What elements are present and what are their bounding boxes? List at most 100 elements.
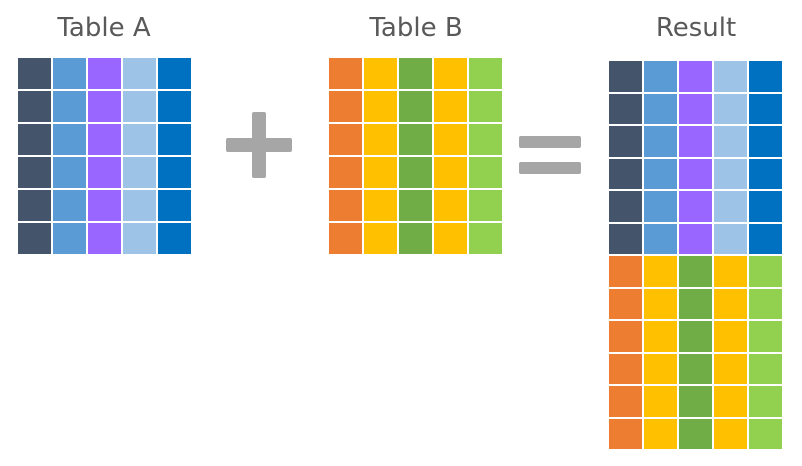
result-cell [644,256,677,287]
table-a-cell [18,190,51,221]
result-cell [679,386,712,417]
table-a-cell [123,223,156,254]
result-cell [644,61,677,92]
result-cell [644,223,677,254]
table-b-cell [364,157,397,188]
result-cell [609,223,642,254]
result-cell [609,386,642,417]
table-a-cell [158,223,191,254]
table-b-cell [364,91,397,122]
result-cell [679,321,712,352]
result-cell [679,353,712,384]
table-a-cell [123,58,156,89]
result-cell [609,191,642,222]
table-b-cell [469,124,502,155]
result-title: Result [655,13,737,43]
table-b-title: Table B [369,13,463,43]
table-a-cell [158,91,191,122]
result-cell [609,418,642,449]
table-b-cell [329,91,362,122]
result-cell [609,158,642,189]
table-b-cell [399,157,432,188]
result-cell [749,93,782,124]
table-a-cell [53,190,86,221]
result-cell [644,158,677,189]
table-b-cell [434,223,467,254]
result-cell [679,191,712,222]
result-cell [609,126,642,157]
table-b-cell [434,124,467,155]
table-a-cell [18,58,51,89]
result-cell [644,418,677,449]
table-b-cell [434,58,467,89]
table-b-cell [434,190,467,221]
result-cell [609,93,642,124]
result-cell [644,126,677,157]
table-b-cell [329,124,362,155]
result-cell [749,386,782,417]
result-cell [714,353,747,384]
result-cell [679,256,712,287]
result-cell [644,353,677,384]
table-b-cell [364,58,397,89]
table-a-cell [53,157,86,188]
table-b-cell [364,124,397,155]
table-b-cell [329,223,362,254]
table-b-cell [434,91,467,122]
result-cell [679,61,712,92]
table-a-cell [123,190,156,221]
table-b-cell [329,58,362,89]
result-cell [679,223,712,254]
table-a-cell [158,124,191,155]
table-a-cell [53,223,86,254]
table-b-cell [399,58,432,89]
table-b-cell [469,223,502,254]
result-cell [714,223,747,254]
result-cell [609,288,642,319]
result-cell [714,61,747,92]
table-a-cell [88,58,121,89]
table-b-cell [329,190,362,221]
table-a-cell [18,223,51,254]
result-cell [609,321,642,352]
result-cell [609,256,642,287]
result-cell [609,353,642,384]
table-a-cell [158,157,191,188]
result-cell [644,93,677,124]
table-b-cell [469,91,502,122]
table-b-cell [469,58,502,89]
result-cell [749,288,782,319]
table-b-cell [434,157,467,188]
result-cell [679,288,712,319]
table-a-cell [53,124,86,155]
result-cell [644,321,677,352]
table-a-cell [88,124,121,155]
result-cell [749,158,782,189]
result-cell [714,191,747,222]
table-b-cell [399,190,432,221]
table-a-grid [18,58,191,254]
table-b-cell [364,223,397,254]
result-cell [749,418,782,449]
table-b-cell [399,223,432,254]
table-b-cell [469,190,502,221]
table-a-cell [53,91,86,122]
result-cell [749,126,782,157]
table-a-cell [88,223,121,254]
result-cell [749,256,782,287]
result-cell [749,191,782,222]
result-cell [749,223,782,254]
result-cell [714,288,747,319]
table-b-cell [364,190,397,221]
result-cell [609,61,642,92]
result-cell [749,321,782,352]
result-cell [714,93,747,124]
table-b-cell [399,91,432,122]
result-cell [679,126,712,157]
table-a-cell [158,190,191,221]
table-a-cell [158,58,191,89]
result-cell [714,256,747,287]
table-a-cell [88,157,121,188]
table-a-cell [53,58,86,89]
result-cell [714,126,747,157]
